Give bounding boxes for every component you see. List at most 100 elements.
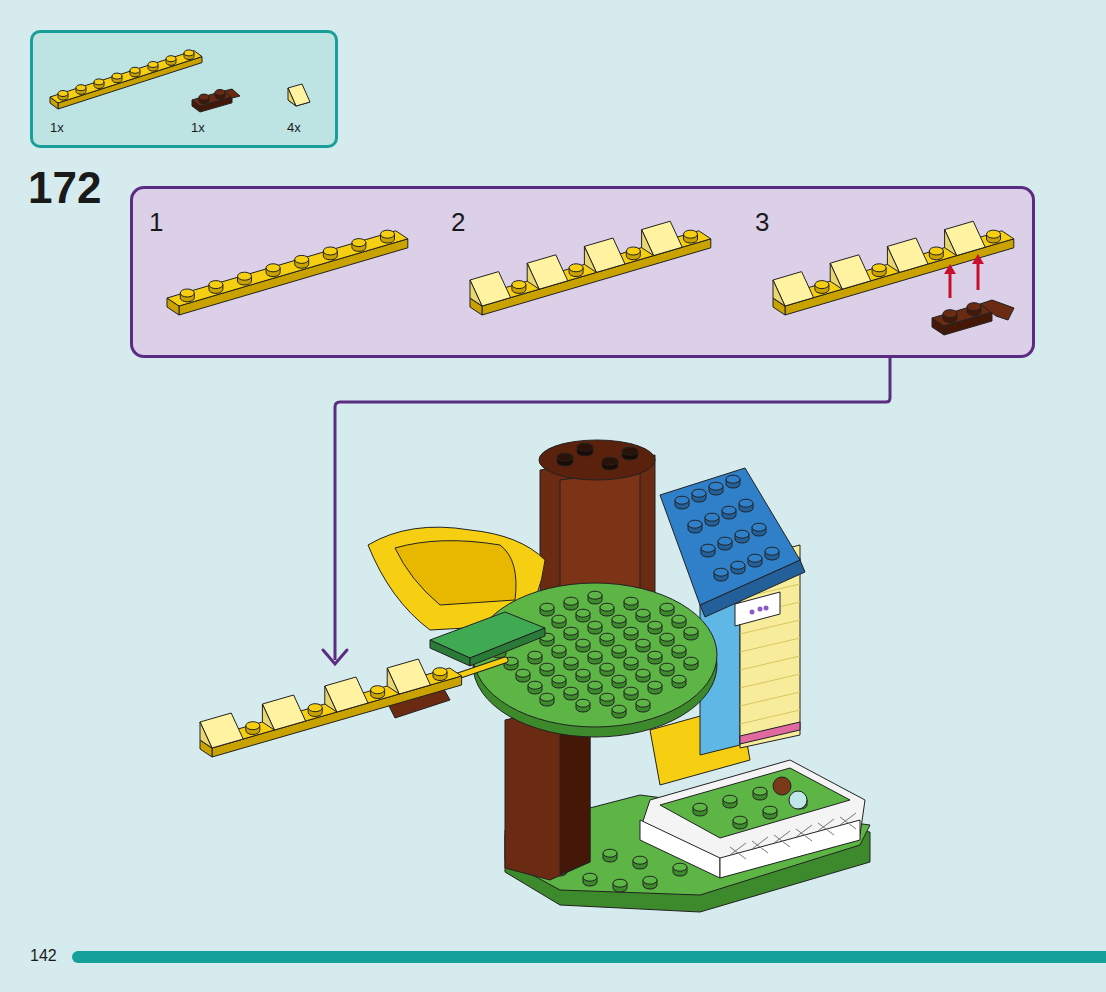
stud — [184, 50, 194, 60]
slope-side — [642, 230, 654, 256]
stud — [576, 669, 590, 682]
stud — [295, 255, 309, 268]
fence-side — [720, 820, 860, 878]
stud — [600, 663, 614, 676]
stud — [684, 230, 698, 243]
part-quantity: 1x — [50, 121, 64, 134]
stud — [540, 603, 554, 616]
stud — [323, 247, 337, 260]
stud — [588, 681, 602, 694]
trunk-top — [539, 440, 655, 480]
stud — [692, 489, 706, 502]
stud — [552, 615, 566, 628]
stud — [660, 663, 674, 676]
stud — [722, 506, 736, 519]
clip — [980, 300, 1014, 320]
stud — [600, 603, 614, 616]
stud — [622, 447, 638, 460]
stud — [815, 281, 829, 294]
wall-line — [740, 692, 800, 706]
fence-grass — [660, 768, 850, 838]
stud — [564, 627, 578, 640]
stud — [612, 615, 626, 628]
stud — [714, 568, 728, 581]
paw-icon — [764, 606, 769, 611]
stud — [723, 795, 737, 808]
stud — [94, 79, 104, 89]
stud — [626, 247, 640, 260]
stud — [557, 453, 573, 466]
stud — [748, 554, 762, 567]
slope-side — [262, 704, 274, 730]
fence-lattice — [774, 831, 790, 847]
stud — [552, 645, 566, 658]
stud — [726, 475, 740, 488]
parts-illustration — [133, 189, 1032, 355]
stud — [603, 849, 617, 862]
stud — [672, 675, 686, 688]
assembly-arrow — [977, 262, 980, 290]
parts-list-box: 1x 1x 4x — [30, 30, 338, 148]
stud — [672, 645, 686, 658]
substep-panel: 1 2 3 — [130, 186, 1035, 358]
stud — [238, 272, 252, 285]
stud — [660, 603, 674, 616]
substep-number: 3 — [755, 209, 769, 235]
stud — [516, 669, 530, 682]
substep-number: 2 — [451, 209, 465, 235]
stud — [987, 230, 1001, 243]
part-quantity: 4x — [287, 121, 301, 134]
stud — [709, 482, 723, 495]
slope-face — [584, 238, 625, 272]
stud — [943, 310, 957, 323]
stud — [672, 615, 686, 628]
water-bowl — [789, 791, 807, 809]
stud — [569, 264, 583, 277]
slope-face — [642, 221, 683, 255]
stud — [564, 597, 578, 610]
pink-band — [740, 722, 800, 744]
slope-face — [830, 255, 871, 289]
stud — [735, 530, 749, 543]
stud — [552, 675, 566, 688]
slope-side — [830, 263, 842, 289]
slope-side — [887, 246, 899, 272]
brick-face — [167, 231, 408, 306]
page-bar — [72, 951, 1106, 963]
paw-icon — [758, 607, 763, 612]
stud — [600, 633, 614, 646]
stud — [763, 806, 777, 819]
food-bowl — [773, 777, 791, 795]
brick-face — [58, 57, 202, 109]
assembly-arrowhead — [944, 264, 956, 274]
part-quantity: 1x — [191, 121, 205, 134]
stud — [130, 67, 140, 77]
slope-side — [773, 280, 785, 306]
fence-lattice — [840, 813, 856, 829]
stud — [352, 239, 366, 252]
stud — [636, 639, 650, 652]
stud — [705, 513, 719, 526]
stud — [371, 686, 385, 699]
stud — [636, 699, 650, 712]
stud — [753, 787, 767, 800]
slope-face — [945, 221, 986, 255]
wall-line — [740, 656, 800, 670]
stud — [76, 85, 86, 95]
slide-inner — [395, 541, 516, 605]
fence-lattice — [818, 819, 834, 835]
slope-side — [470, 280, 482, 306]
stud — [564, 657, 578, 670]
fence-lattice — [752, 837, 768, 853]
step-number: 172 — [28, 166, 101, 210]
brick-face — [482, 239, 711, 315]
slope-side — [200, 722, 212, 748]
stud — [613, 879, 627, 892]
substep-number: 1 — [149, 209, 163, 235]
stud — [112, 73, 122, 83]
slope-side — [945, 230, 957, 256]
stud — [564, 687, 578, 700]
stud — [633, 856, 647, 869]
assembly-arrowhead — [972, 254, 984, 264]
stud — [701, 544, 715, 557]
